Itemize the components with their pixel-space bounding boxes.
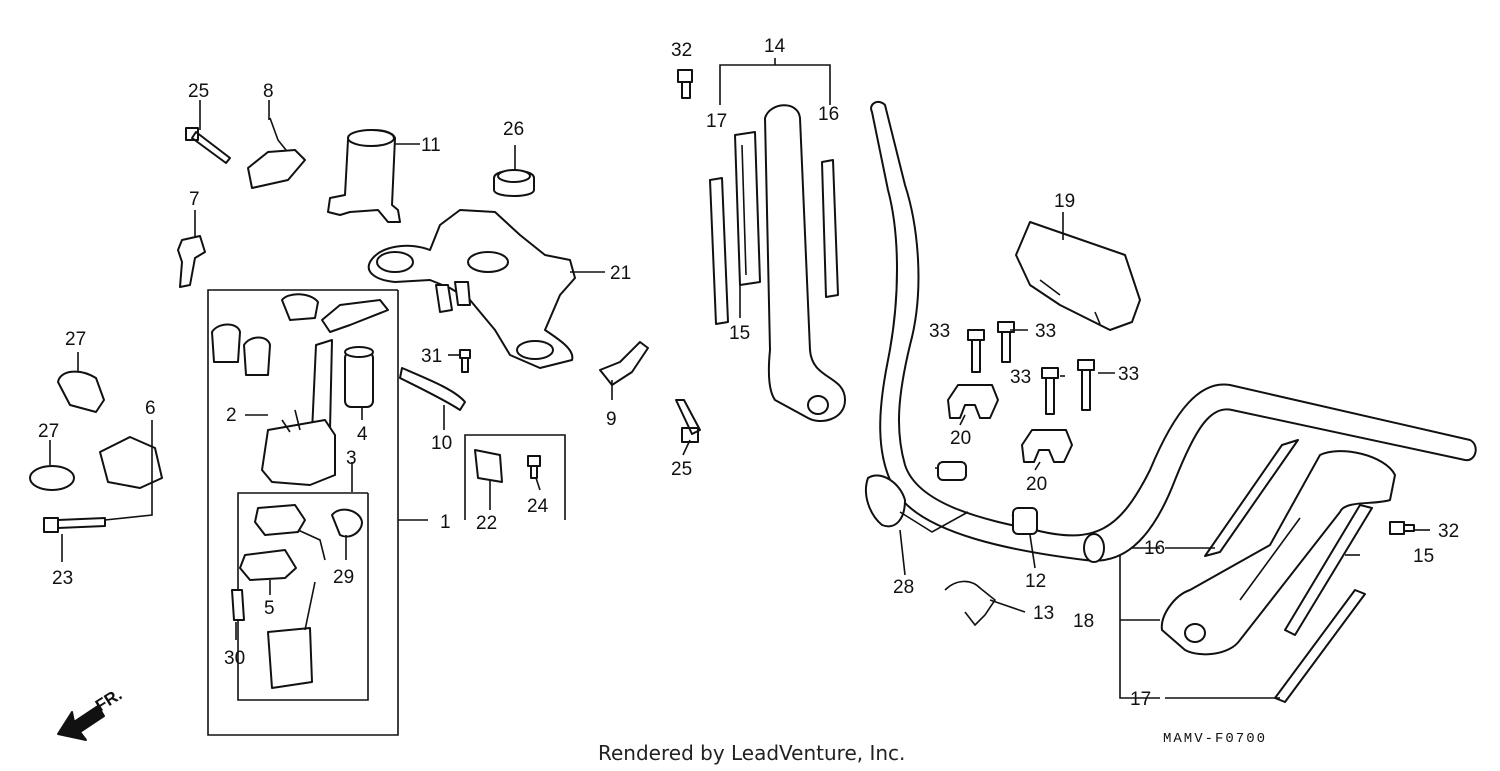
stem-nut (493, 169, 535, 197)
callout-4: 4 (357, 424, 368, 445)
callout-17a: 17 (706, 111, 727, 132)
callout-7: 7 (189, 189, 200, 210)
callout-8: 8 (263, 81, 274, 102)
callout-19: 19 (1054, 191, 1075, 212)
callout-labels: 1 2 3 4 5 6 7 8 9 10 11 12 13 14 15 15 1… (38, 36, 1459, 710)
ignition-switch (261, 299, 389, 486)
bolts (43, 69, 1415, 535)
left-misc-parts (29, 117, 997, 627)
callout-33d: 33 (1118, 364, 1139, 385)
diagram-code: MAMV-F0700 (1163, 731, 1267, 747)
callout-10: 10 (431, 433, 452, 454)
callout-33a: 33 (929, 321, 950, 342)
steering-stem (327, 129, 401, 223)
callout-9: 9 (606, 409, 617, 430)
credit-text: Rendered by LeadVenture, Inc. (598, 741, 905, 765)
handlebar (870, 101, 1477, 563)
leader-lines (49, 100, 1430, 699)
callout-18: 18 (1073, 611, 1094, 632)
callout-24: 24 (527, 496, 549, 517)
holder-cover (1015, 221, 1141, 331)
callout-2: 2 (226, 405, 237, 426)
assembly-brackets (207, 58, 1160, 736)
callout-23: 23 (52, 568, 73, 589)
callout-28: 28 (893, 577, 914, 598)
callout-20b: 20 (1026, 474, 1047, 495)
callout-5: 5 (264, 598, 275, 619)
callout-15b: 15 (1413, 546, 1434, 567)
switch-contacts (231, 504, 363, 689)
callout-29: 29 (333, 567, 354, 588)
callout-25b: 25 (671, 459, 692, 480)
callout-16a: 16 (818, 104, 839, 125)
holder-bolts (967, 321, 1095, 415)
callout-20a: 20 (950, 428, 971, 449)
handlebar-covers-upper (709, 104, 846, 422)
callout-17b: 17 (1130, 689, 1151, 710)
callout-14: 14 (764, 36, 786, 57)
callout-3: 3 (346, 448, 357, 469)
callout-1: 1 (440, 512, 451, 533)
callout-12: 12 (1025, 571, 1046, 592)
key-and-cylinders (177, 235, 319, 376)
callout-11: 11 (421, 135, 441, 156)
callout-30: 30 (224, 648, 245, 669)
handlebar-covers-lower (1160, 439, 1396, 703)
handlebar-holders (947, 384, 1073, 463)
callout-33c: 33 (1010, 367, 1031, 388)
callout-33b: 33 (1035, 321, 1056, 342)
callout-15a: 15 (729, 323, 750, 344)
callout-27a: 27 (65, 329, 86, 350)
top-bridge (367, 209, 576, 369)
callout-21: 21 (610, 263, 631, 284)
callout-25a: 25 (188, 81, 209, 102)
callout-22: 22 (476, 513, 497, 534)
callout-31: 31 (421, 346, 442, 367)
callout-13: 13 (1033, 603, 1054, 624)
front-arrow: FR. (57, 685, 125, 741)
callout-6: 6 (145, 398, 156, 419)
callout-27b: 27 (38, 421, 59, 442)
callout-26: 26 (503, 119, 524, 140)
callout-16b: 16 (1144, 538, 1165, 559)
callout-32a: 32 (671, 40, 692, 61)
callout-32b: 32 (1438, 521, 1459, 542)
